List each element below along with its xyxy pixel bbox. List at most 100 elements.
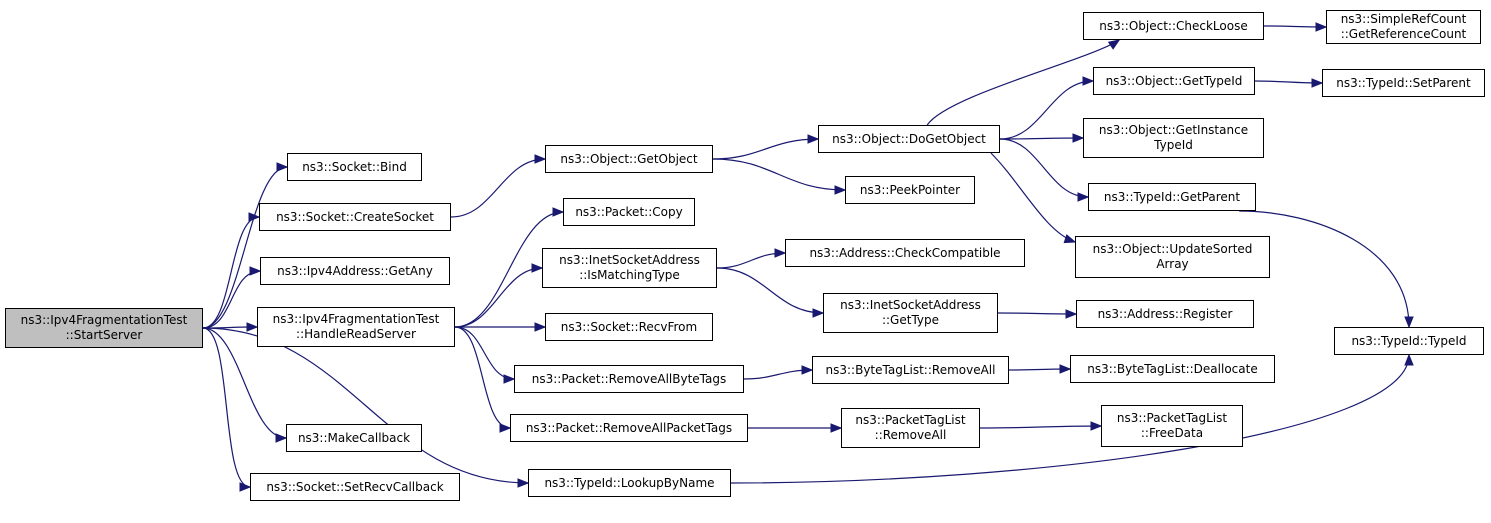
node-label-line: ns3::Packet::RemoveAllPacketTags	[525, 420, 733, 435]
edge-typeid-lookup-to-typeid-typeid	[730, 354, 1410, 484]
node-label-line: ns3::InetSocketAddress	[840, 298, 981, 312]
edge-handle-read-to-pkt-rm-pkttags	[454, 326, 511, 429]
node-pkt-rm-pkttags[interactable]: ns3::Packet::RemoveAllPacketTags	[510, 414, 748, 442]
edge-start-server-to-socket-create	[202, 216, 260, 329]
edge-obj-getobject-to-peek-pointer	[712, 158, 846, 191]
edge-obj-dogetobject-to-obj-updatesorted	[990, 152, 1076, 243]
node-btl-dealloc[interactable]: ns3::ByteTagList::Deallocate	[1070, 355, 1275, 383]
node-label-line: ns3::Socket::RecvFrom	[560, 319, 698, 334]
edge-handle-read-to-pkt-rm-bytetags	[454, 326, 515, 380]
node-label-line: ns3::Address::CheckCompatible	[809, 245, 1001, 260]
node-packet-copy[interactable]: ns3::Packet::Copy	[563, 198, 695, 226]
node-label-line: ns3::PacketTagList	[1116, 411, 1228, 425]
edge-arrowhead	[552, 207, 565, 217]
node-label-line: ::GetReferenceCount	[1340, 27, 1467, 41]
node-label-line: ns3::Object::GetInstance	[1098, 123, 1249, 137]
node-label-line: ns3::Socket::CreateSocket	[276, 209, 434, 224]
edge-arrowhead	[807, 134, 820, 144]
node-srefcount-get[interactable]: ns3::SimpleRefCount::GetReferenceCount	[1326, 10, 1481, 44]
node-label-line: TypeId	[1154, 138, 1193, 152]
node-socket-bind[interactable]: ns3::Socket::Bind	[287, 153, 422, 181]
edge-arrowhead	[830, 423, 843, 433]
edge-arrowhead	[1404, 316, 1414, 329]
edge-arrowhead	[834, 185, 847, 195]
edge-obj-dogetobject-to-obj-getinstance	[999, 137, 1084, 140]
node-label-line: ::StartServer	[65, 328, 143, 342]
node-label-line: ns3::SimpleRefCount	[1340, 12, 1467, 26]
node-label-line: ::IsMatchingType	[579, 268, 680, 282]
edge-arrowhead	[246, 322, 259, 332]
node-label-line: ns3::TypeId::LookupByName	[544, 475, 715, 490]
node-start-server[interactable]: ns3::Ipv4FragmentationTest::StartServer	[5, 308, 203, 348]
node-addr-checkcompat[interactable]: ns3::Address::CheckCompatible	[785, 239, 1025, 267]
edge-arrowhead	[774, 248, 787, 258]
node-socket-recvfrom[interactable]: ns3::Socket::RecvFrom	[545, 313, 713, 341]
edge-handle-read-to-packet-copy	[454, 211, 564, 328]
node-ptl-freedata[interactable]: ns3::PacketTagList::FreeData	[1101, 405, 1243, 447]
edge-start-server-to-typeid-lookup	[202, 327, 529, 484]
edge-obj-getobject-to-obj-dogetobject	[712, 138, 819, 160]
edge-arrowhead	[275, 433, 288, 443]
edge-handle-read-to-inet-ismatching	[454, 267, 543, 328]
node-label-line: ns3::Socket::Bind	[302, 159, 407, 174]
edge-obj-dogetobject-to-obj-gettypeid	[999, 80, 1094, 140]
edge-arrowhead	[1063, 234, 1077, 244]
edge-arrowhead	[812, 308, 825, 318]
edge-arrowhead	[1072, 133, 1085, 143]
node-label-line: ns3::Ipv4FragmentationTest	[20, 313, 188, 327]
edge-start-server-to-ipv4-getany	[202, 270, 261, 329]
edge-start-server-to-make-callback	[202, 327, 287, 439]
node-label-line: ns3::Object::GetTypeId	[1105, 73, 1243, 88]
edge-arrowhead	[1077, 192, 1090, 202]
node-label-line: ns3::PacketTagList	[855, 413, 966, 427]
node-socket-create[interactable]: ns3::Socket::CreateSocket	[259, 203, 451, 231]
node-addr-register[interactable]: ns3::Address::Register	[1076, 300, 1254, 328]
edge-arrowhead	[1090, 421, 1103, 431]
node-pkt-rm-bytetags[interactable]: ns3::Packet::RemoveAllByteTags	[514, 365, 744, 393]
node-label-line: ns3::Object::DoGetObject	[832, 131, 986, 146]
node-label-line: ns3::PeekPointer	[859, 182, 961, 197]
edge-arrowhead	[517, 478, 530, 488]
node-label-line: ns3::ByteTagList::Deallocate	[1087, 361, 1258, 376]
edge-arrowhead	[499, 423, 512, 433]
edge-arrowhead	[503, 374, 516, 384]
node-ptl-removeall[interactable]: ns3::PacketTagList::RemoveAll	[841, 408, 980, 448]
node-label-line: ::FreeData	[1140, 426, 1204, 440]
node-label-line: ns3::Ipv4FragmentationTest	[272, 312, 440, 326]
node-obj-checkloose[interactable]: ns3::Object::CheckLoose	[1083, 12, 1264, 40]
edge-socket-create-to-obj-getobject	[450, 158, 546, 218]
node-inet-gettype[interactable]: ns3::InetSocketAddress::GetType	[823, 293, 998, 333]
node-obj-gettypeid[interactable]: ns3::Object::GetTypeId	[1093, 67, 1255, 95]
node-peek-pointer[interactable]: ns3::PeekPointer	[845, 176, 975, 204]
node-label-line: ns3::Object::CheckLoose	[1099, 18, 1248, 33]
edge-arrowhead	[534, 322, 547, 332]
node-label-line: Array	[1156, 257, 1189, 271]
edge-arrowhead	[1404, 353, 1414, 366]
node-ipv4-getany[interactable]: ns3::Ipv4Address::GetAny	[260, 257, 450, 285]
node-handle-read[interactable]: ns3::Ipv4FragmentationTest::HandleReadSe…	[257, 307, 455, 347]
node-obj-getobject[interactable]: ns3::Object::GetObject	[545, 145, 713, 173]
edge-start-server-to-set-recv-cb	[202, 327, 251, 488]
node-label-line: ns3::TypeId::SetParent	[1336, 75, 1471, 90]
node-set-recv-cb[interactable]: ns3::Socket::SetRecvCallback	[250, 473, 460, 501]
node-obj-dogetobject[interactable]: ns3::Object::DoGetObject	[818, 125, 1000, 153]
edge-inet-gettype-to-addr-register	[997, 312, 1077, 315]
node-label-line: ns3::Object::UpdateSorted	[1092, 242, 1253, 256]
node-btl-removeall[interactable]: ns3::ByteTagList::RemoveAll	[812, 356, 1009, 384]
edge-arrowhead	[239, 482, 252, 492]
node-typeid-typeid[interactable]: ns3::TypeId::TypeId	[1334, 327, 1484, 355]
node-typeid-getparent[interactable]: ns3::TypeId::GetParent	[1088, 183, 1256, 211]
node-inet-ismatching[interactable]: ns3::InetSocketAddress::IsMatchingType	[542, 248, 717, 288]
node-make-callback[interactable]: ns3::MakeCallback	[286, 424, 422, 452]
edge-obj-dogetobject-to-obj-checkloose	[926, 39, 1120, 126]
node-typeid-setparent[interactable]: ns3::TypeId::SetParent	[1322, 69, 1485, 97]
edge-arrowhead	[248, 212, 261, 222]
node-label-line: ns3::Object::GetObject	[560, 151, 698, 166]
node-label-line: ns3::ByteTagList::RemoveAll	[825, 362, 996, 377]
edge-arrowhead	[531, 263, 544, 273]
node-typeid-lookup[interactable]: ns3::TypeId::LookupByName	[528, 469, 731, 497]
node-label-line: ::HandleReadServer	[296, 327, 416, 341]
